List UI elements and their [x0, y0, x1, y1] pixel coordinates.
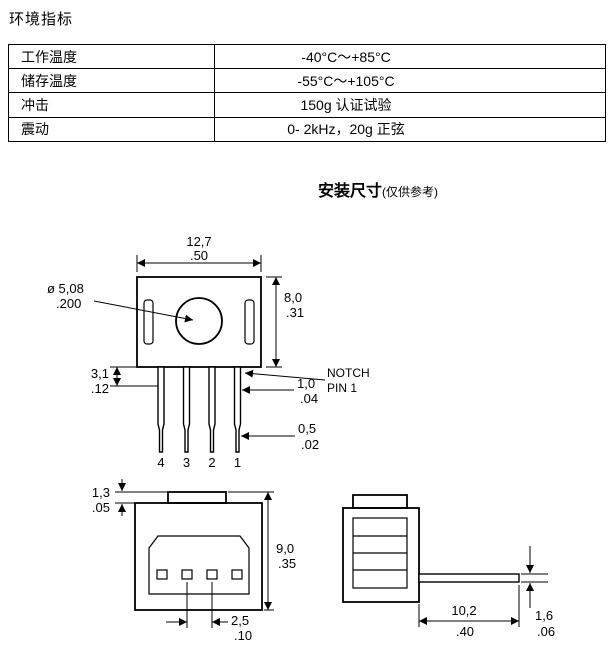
table-cell-label: 储存温度: [9, 69, 215, 93]
pin-base: [181, 569, 193, 580]
body-outline: [342, 507, 420, 603]
pin-base: [156, 569, 168, 580]
table-row: 冲击 150g 认证试验: [9, 93, 605, 118]
pin-number-label: 3: [183, 455, 190, 470]
table-cell-label: 工作温度: [9, 45, 215, 69]
left-slot: [143, 299, 154, 345]
page-title: 环境指标: [9, 11, 74, 28]
leader-line: [93, 300, 194, 323]
dim-pitch-in-label: .10: [234, 628, 252, 643]
dim-thickness-in-label: .06: [537, 624, 555, 639]
dim-length-in-label: .40: [456, 624, 474, 639]
dim-height-mm-label: 9,0: [276, 541, 294, 556]
pin-number-label: 4: [157, 455, 164, 470]
table-cell-label: 冲击: [9, 93, 215, 117]
top-view-drawing: 12,7 .50 8,0 .31 ø 5,08 .200 3,1 .12 1,0…: [47, 234, 370, 470]
dim-pin-width-mm-label: 1,0: [297, 376, 315, 391]
inner-outline: [148, 535, 250, 595]
mounting-hole: [175, 297, 223, 345]
body-outline: [134, 502, 263, 611]
pin-number-label: 1: [234, 455, 241, 470]
table-row: 工作温度 -40°C～+85°C: [9, 45, 605, 70]
mounting-tab: [167, 491, 227, 504]
dim-pitch-mm-label: 2,5: [231, 613, 249, 628]
table-cell-value: 150g 认证试验: [300, 96, 392, 113]
pin-1: [233, 366, 242, 453]
dim-shoulder-mm-label: 3,1: [91, 366, 109, 381]
pin-number-label: 2: [208, 455, 215, 470]
hole-dia-mm-label: ø 5,08: [47, 281, 84, 296]
table-row: 震动 0- 2kHz，20g 正弦: [9, 117, 605, 141]
pin-base: [206, 569, 218, 580]
notch-label: NOTCH: [327, 366, 370, 380]
dim-height-mm-label: 8,0: [284, 290, 302, 305]
mounting-dimensions-drawing: 12,7 .50 8,0 .31 ø 5,08 .200 3,1 .12 1,0…: [47, 234, 555, 643]
leader-line: [244, 369, 326, 381]
sensor-blade: [418, 573, 520, 583]
dim-width-mm-label: 12,7: [186, 234, 211, 249]
dim-height-in-label: .31: [286, 305, 304, 320]
section-title-main: 安装尺寸: [318, 183, 383, 200]
dim-height-in-label: .35: [278, 556, 296, 571]
dim-pin-width-in-label: .04: [300, 391, 318, 406]
dim-tab-in-label: .05: [92, 500, 110, 515]
dim-thickness-mm-label: 1,6: [535, 608, 553, 623]
table-row: 储存温度 -55°C～+105°C: [9, 69, 605, 94]
dim-length-mm-label: 10,2: [451, 603, 476, 618]
package-outline: [136, 276, 262, 368]
pin-4: [157, 366, 165, 453]
mounting-tab: [352, 494, 408, 509]
table-cell-label: 震动: [9, 117, 215, 141]
pin-3: [182, 366, 191, 453]
dim-pin-tip-in-label: .02: [301, 437, 319, 452]
hole-dia-in-label: .200: [56, 296, 81, 311]
dim-width-in-label: .50: [190, 248, 208, 263]
right-slot: [244, 299, 255, 345]
section-title: 安装尺寸(仅供参考): [318, 177, 438, 201]
environment-spec-table: 工作温度 -40°C～+85°C 储存温度 -55°C～+105°C 冲击 15…: [8, 44, 606, 142]
front-view-drawing: 1,3 .05 9,0 .35 2,5 .10: [92, 479, 296, 643]
table-cell-value: 0- 2kHz，20g 正弦: [287, 121, 405, 138]
dim-tab-mm-label: 1,3: [92, 485, 110, 500]
side-view-drawing: 10,2 .40 1,6 .06: [342, 494, 555, 639]
table-cell-value: -55°C～+105°C: [297, 72, 395, 89]
pin1-label: PIN 1: [327, 381, 357, 395]
dim-shoulder-in-label: .12: [91, 381, 109, 396]
table-cell-value: -40°C～+85°C: [301, 48, 391, 65]
dim-pin-tip-mm-label: 0,5: [298, 421, 316, 436]
pin-2: [208, 366, 216, 453]
pin-base: [231, 569, 243, 580]
section-title-note: (仅供参考): [382, 185, 439, 199]
